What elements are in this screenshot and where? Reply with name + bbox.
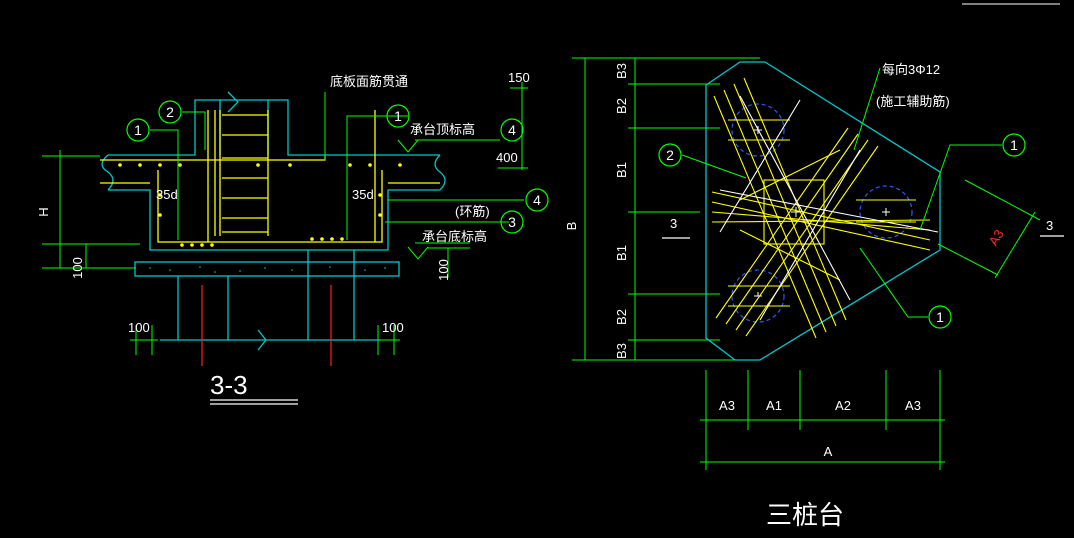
callout-1-left: 1 (134, 122, 142, 138)
construction-aux-rebar (719, 95, 939, 321)
plan-rebar-bundles (711, 77, 931, 339)
callout-1-right: 1 (394, 108, 402, 124)
dim-A: A (824, 444, 833, 459)
dim-100-bottom-right: 100 (382, 320, 404, 335)
dim-B: B (564, 222, 579, 231)
dim-100-left-vertical: 100 (70, 257, 85, 279)
label-each-direction-3phi12: 每向3Φ12 (882, 62, 940, 77)
plan-callout-2: 2 (666, 147, 674, 163)
dim-150: 150 (508, 70, 530, 85)
pile-cap-outline (705, 61, 941, 361)
section-3-3: 1 2 1 4 4 3 底板面筋贯通 承台顶标高 承台底标高 (环筋) 35d … (36, 70, 549, 405)
label-cap-top-elevation: 承台顶标高 (410, 122, 475, 137)
label-anchor-35d-left: 35d (156, 187, 178, 202)
b-dimension-chain (572, 57, 760, 361)
plan-section-cuts (662, 235, 1064, 239)
label-bottom-rebar-through: 底板面筋贯通 (330, 74, 408, 89)
dim-a-seg-4: A3 (905, 398, 921, 413)
a3-diagonal-dimension (937, 179, 1041, 279)
label-ring-rebar: (环筋) (455, 204, 490, 219)
section-pile-centers (201, 285, 332, 366)
section-title: 3-3 (210, 370, 248, 400)
section-mark-left: 3 (670, 216, 677, 231)
section-dimension-lines (42, 82, 528, 355)
dim-b-seg-3: B1 (614, 162, 629, 178)
label-anchor-35d-right: 35d (352, 187, 374, 202)
section-rebar-dots (118, 163, 402, 247)
dim-400: 400 (496, 150, 518, 165)
section-concrete (101, 91, 446, 351)
dim-a-seg-1: A3 (719, 398, 735, 413)
label-cap-bottom-elevation: 承台底标高 (422, 229, 487, 244)
plan-callout-1-bottom: 1 (936, 309, 944, 325)
callout-4-mid: 4 (533, 192, 541, 208)
plan-callout-1-right: 1 (1010, 137, 1018, 153)
pile-top-rebar (728, 119, 916, 307)
dim-100-right-vertical: 100 (436, 259, 451, 281)
dim-b-seg-5: B2 (614, 309, 629, 325)
dim-a-seg-2: A1 (766, 398, 782, 413)
plan-title: 三桩台 (766, 500, 844, 530)
section-title-underline (210, 399, 298, 405)
dim-a3-diagonal: A3 (986, 227, 1007, 248)
dim-b-seg-1: B3 (614, 63, 629, 79)
dim-b-seg-2: B2 (614, 98, 629, 114)
plan-callout-circles (658, 133, 1026, 329)
label-construction-aux-rebar: (施工辅助筋) (876, 94, 950, 109)
dim-b-seg-6: B3 (614, 343, 629, 359)
plan-three-pile-cap: 2 1 1 每向3Φ12 (施工辅助筋) B B3 B2 B1 B1 B2 B3… (564, 3, 1064, 530)
callout-2-left: 2 (166, 104, 174, 120)
plan-leaders (681, 67, 1002, 318)
callout-3: 3 (508, 214, 516, 230)
section-concrete-dots (149, 266, 386, 273)
a-dimension-chain (700, 370, 945, 470)
dim-a-seg-3: A2 (835, 398, 851, 413)
section-mark-right: 3 (1046, 218, 1053, 233)
dim-H: H (36, 207, 51, 216)
pile-circles (731, 103, 913, 323)
dim-100-bottom-left: 100 (128, 320, 150, 335)
dim-b-seg-4: B1 (614, 245, 629, 261)
section-callout-circles (126, 100, 549, 234)
elevation-markers (397, 139, 429, 260)
section-leaders (150, 92, 524, 244)
section-rebar (100, 110, 440, 243)
callout-4-top: 4 (508, 122, 516, 138)
